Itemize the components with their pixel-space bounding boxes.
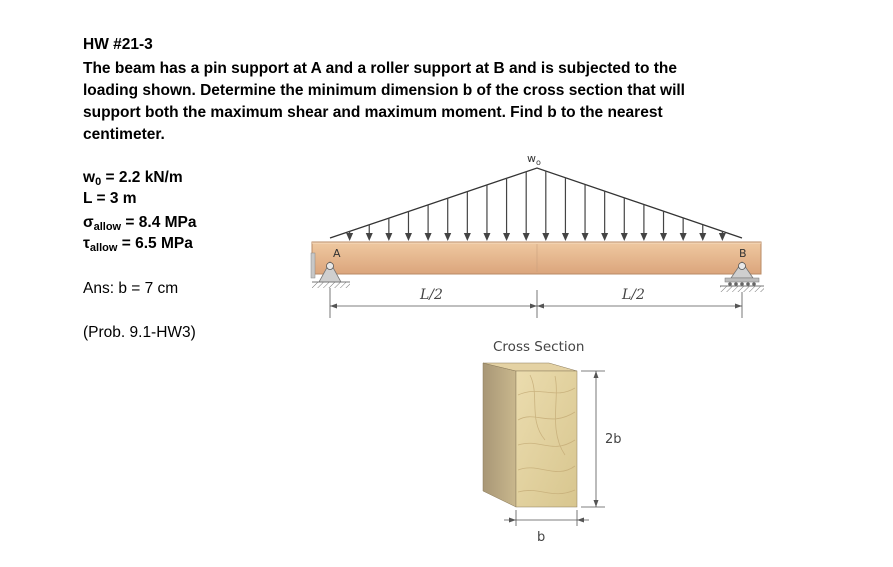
load-arrow-head — [699, 233, 707, 241]
load-arrow-head — [718, 233, 726, 241]
w0-value: = 2.2 kN/m — [101, 169, 183, 186]
beam — [311, 241, 762, 275]
load-arrow-head — [365, 233, 373, 241]
problem-reference: (Prob. 9.1-HW3) — [83, 324, 196, 341]
load-arrow-head — [601, 233, 609, 241]
cross-section-title: Cross Section — [493, 339, 584, 355]
distributed-load: wo — [329, 152, 743, 241]
tau-symbol: τ — [83, 235, 90, 252]
given-sigma-allow: σallow = 8.4 MPa — [83, 213, 197, 237]
load-arrow-head — [561, 233, 569, 241]
load-arrow-head — [522, 233, 530, 241]
roller-support-b: B — [720, 247, 764, 292]
given-w0: w0 = 2.2 kN/m — [83, 168, 183, 192]
load-arrow-head — [346, 233, 354, 241]
load-arrow-head — [679, 233, 687, 241]
cross-section: Cross Section 2b — [482, 339, 622, 545]
w0-subscript: 0 — [95, 176, 102, 188]
given-length: L = 3 m — [83, 190, 137, 207]
given-tau-allow: τallow = 6.5 MPa — [83, 234, 193, 258]
load-label: wo — [527, 152, 541, 167]
pin-support-a: A — [310, 247, 350, 288]
w0-symbol: w — [83, 169, 96, 186]
span-dimensions: L/2 L/2 — [329, 287, 743, 318]
height-label: 2b — [605, 432, 622, 447]
load-arrow-head — [483, 233, 491, 241]
load-arrow-head — [620, 233, 628, 241]
sigma-value: = 8.4 MPa — [121, 214, 197, 231]
half-span-right-label: L/2 — [621, 287, 645, 303]
support-b-label: B — [739, 247, 747, 260]
homework-title: HW #21-3 — [83, 36, 153, 53]
load-arrow-head — [424, 233, 432, 241]
load-arrow-head — [404, 233, 412, 241]
load-arrow-head — [385, 233, 393, 241]
load-arrow-head — [640, 233, 648, 241]
load-arrows — [346, 171, 726, 241]
tau-value: = 6.5 MPa — [117, 235, 193, 252]
load-arrow-head — [444, 233, 452, 241]
load-arrow-head — [660, 233, 668, 241]
load-arrow-head — [581, 233, 589, 241]
load-arrow-head — [542, 233, 550, 241]
width-label: b — [537, 530, 545, 545]
answer-text: Ans: b = 7 cm — [83, 280, 179, 297]
support-a-label: A — [333, 247, 341, 260]
load-outline — [329, 167, 743, 239]
load-arrow-head — [503, 233, 511, 241]
load-arrow-head — [463, 233, 471, 241]
tau-subscript: allow — [89, 242, 118, 254]
sigma-symbol: σ — [83, 214, 94, 231]
problem-statement: The beam has a pin support at A and a ro… — [83, 60, 685, 143]
half-span-left-label: L/2 — [419, 287, 443, 303]
sigma-subscript: allow — [93, 221, 122, 233]
